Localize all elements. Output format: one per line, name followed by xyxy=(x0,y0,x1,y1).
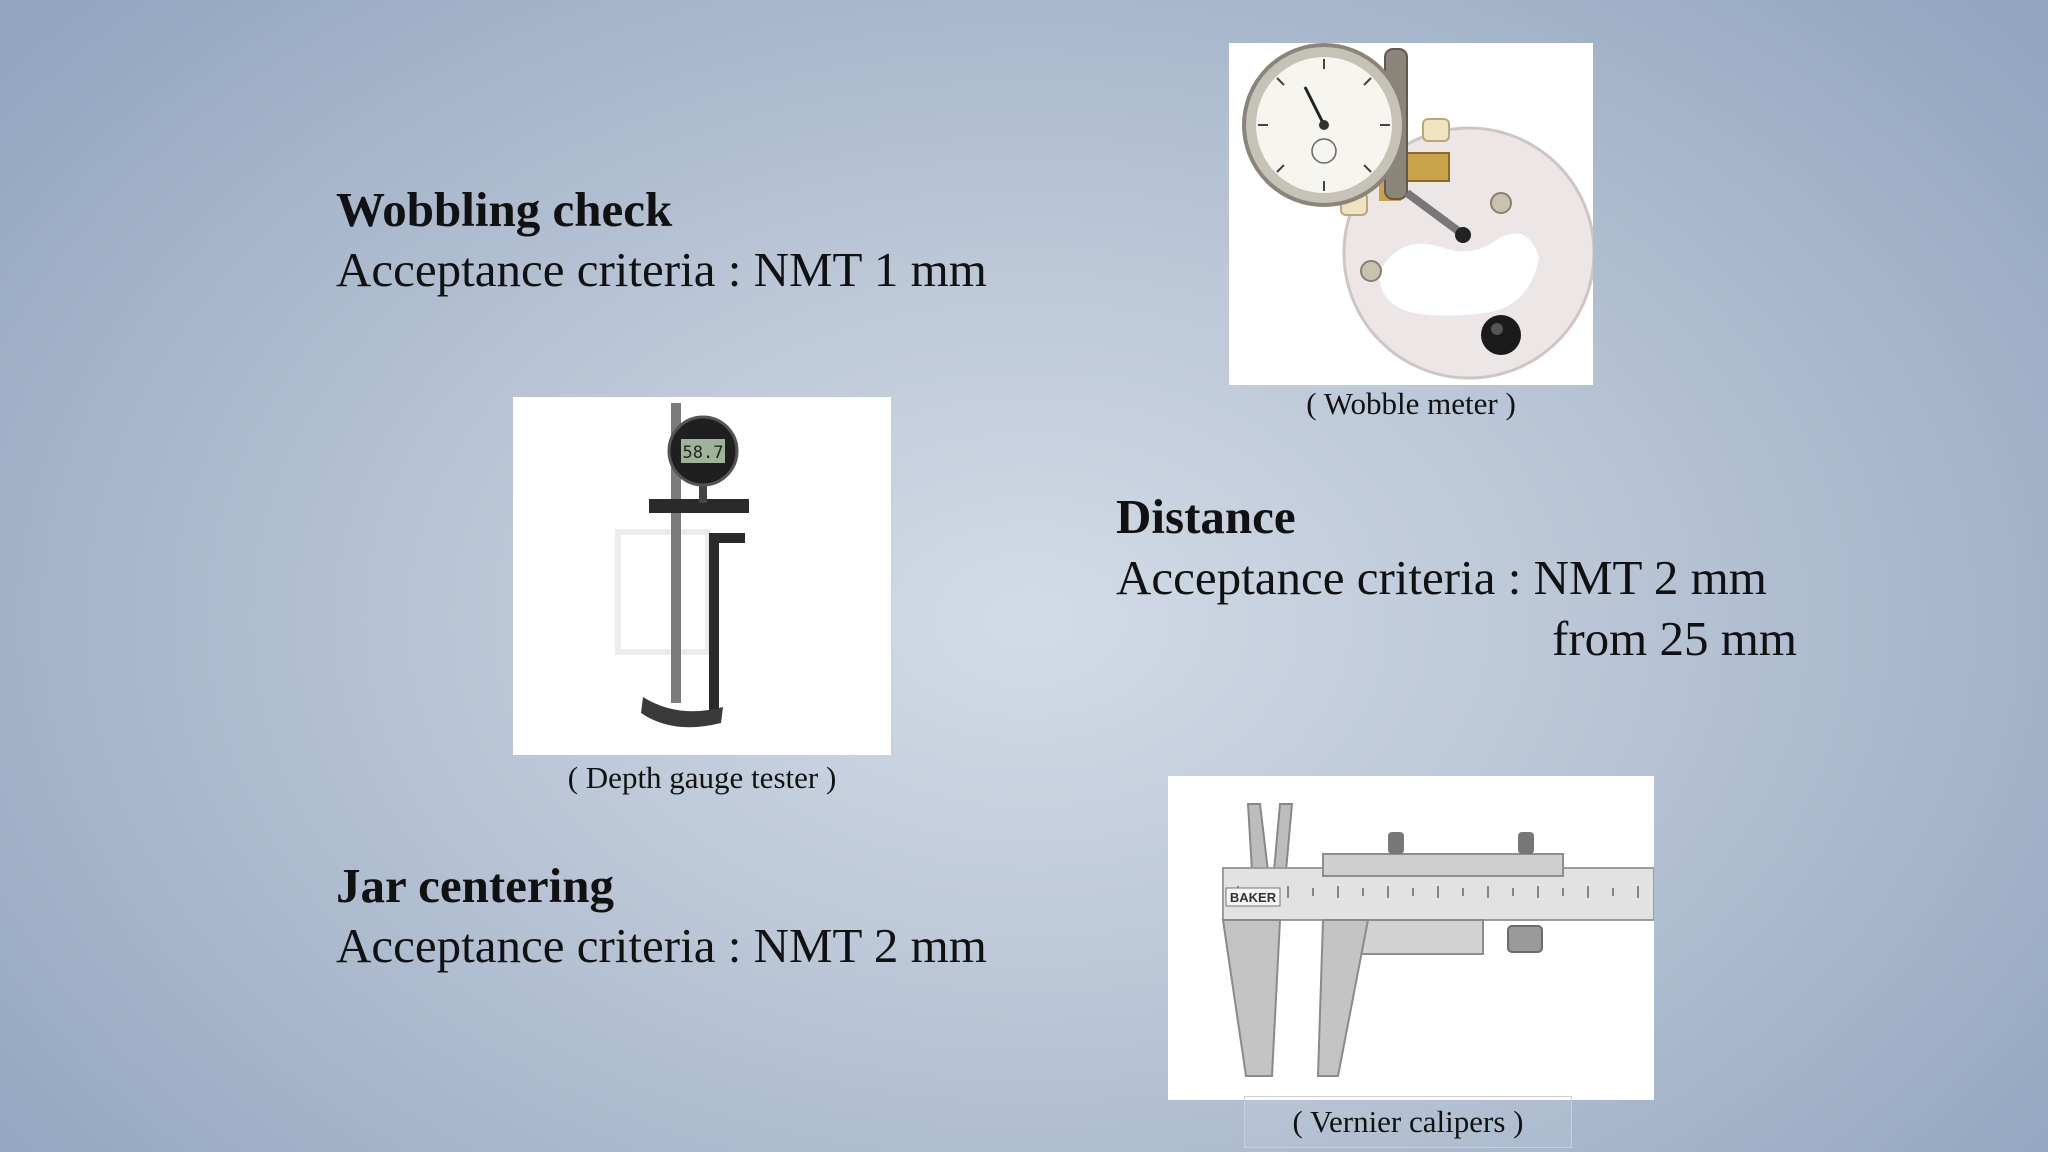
wobbling-heading: Wobbling check xyxy=(336,182,673,237)
wobbling-criteria: Acceptance criteria : NMT 1 mm xyxy=(336,242,987,297)
distance-criteria-continued: from 25 mm xyxy=(1552,611,1797,666)
gauge-display: 58.7 xyxy=(683,443,724,463)
vernier-calipers-caption: ( Vernier calipers ) xyxy=(1244,1096,1572,1148)
wobble-meter-photo xyxy=(1229,43,1593,385)
distance-criteria: Acceptance criteria : NMT 2 mm xyxy=(1116,550,1767,605)
distance-heading: Distance xyxy=(1116,489,1296,544)
depth-gauge-caption: ( Depth gauge tester ) xyxy=(567,760,837,795)
wobble-meter-caption: ( Wobble meter ) xyxy=(1306,386,1516,421)
jar-centering-heading: Jar centering xyxy=(336,858,615,913)
vernier-calipers-photo: BAKER xyxy=(1168,776,1654,1100)
caliper-brand: BAKER xyxy=(1230,890,1277,905)
jar-centering-criteria: Acceptance criteria : NMT 2 mm xyxy=(336,918,987,973)
depth-gauge-photo: 58.7 xyxy=(513,397,891,755)
